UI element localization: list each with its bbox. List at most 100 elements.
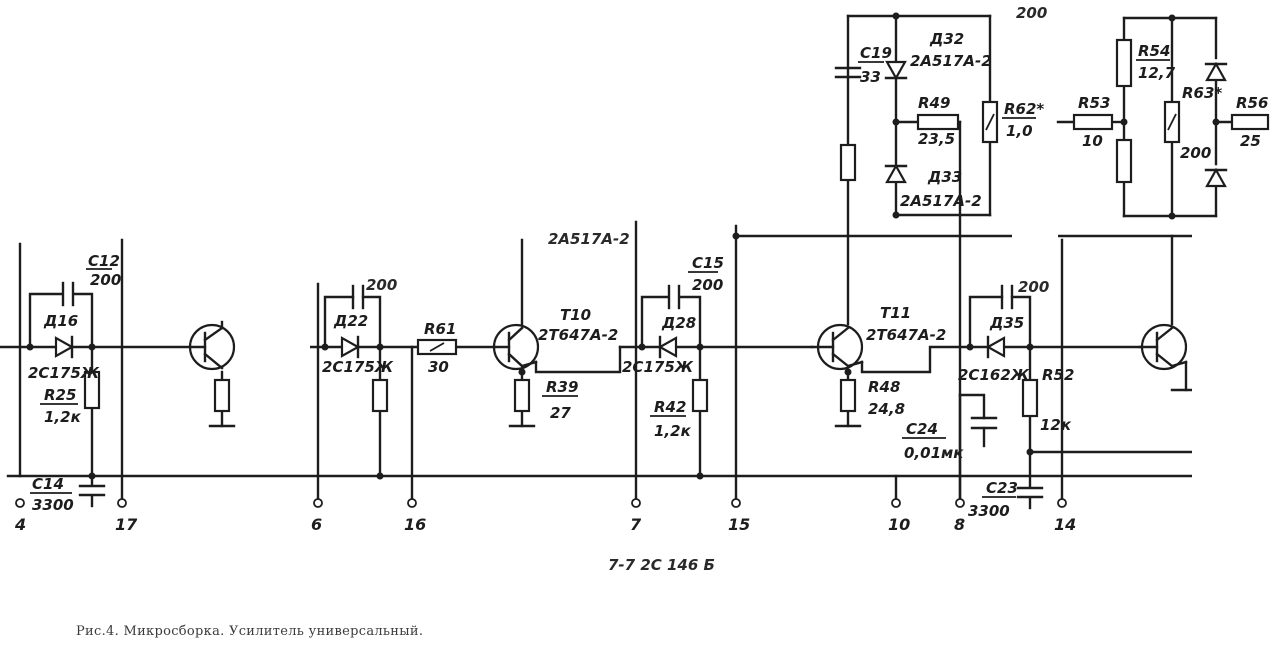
label-r53: R53 xyxy=(1078,94,1110,112)
diode-d33-symbol xyxy=(884,163,908,184)
pin-label-6: 6 xyxy=(311,515,322,534)
zener-d28-symbol xyxy=(657,335,678,359)
fragment-c13-value: 200 xyxy=(366,276,397,294)
label-d33: Д33 xyxy=(927,168,962,186)
component-labels: C12 200 Д16 2С175Ж R25 1,2к C14 3300 Д22… xyxy=(28,30,1268,520)
label-r61: R61 xyxy=(424,320,456,338)
pin-label-8: 8 xyxy=(954,515,965,534)
resistor-r61-symbol xyxy=(416,338,458,356)
text-fragments: 200 2A517A-2 200 200 7-7 2С 146 Б xyxy=(366,4,1049,574)
label-r54: R54 xyxy=(1138,42,1170,60)
capacitor-c13-symbol xyxy=(351,284,365,310)
value-t11: 2Т647А-2 xyxy=(866,326,946,344)
value-r49: 23,5 xyxy=(918,130,955,148)
value-r52: 12к xyxy=(1040,416,1072,434)
transistor-t11-symbol xyxy=(810,323,864,371)
capacitor-c19-symbol xyxy=(834,66,862,79)
value-c19: 33 xyxy=(860,68,881,86)
resistor-r55-symbol xyxy=(1115,138,1133,184)
pin-label-4: 4 xyxy=(14,515,26,534)
diode-d32-symbol xyxy=(884,60,908,81)
capacitor-c24-symbol xyxy=(970,416,998,430)
capacitor-c14-symbol xyxy=(78,484,106,497)
pin-label-7: 7 xyxy=(630,515,642,534)
label-r48: R48 xyxy=(868,378,900,396)
label-c12: C12 xyxy=(88,252,120,270)
label-d22: Д22 xyxy=(333,312,368,330)
value-r42: 1,2к xyxy=(654,422,692,440)
capacitor-c23-symbol xyxy=(1016,486,1044,499)
pin-numbers: 4 17 6 16 7 15 10 8 14 xyxy=(14,515,1076,534)
label-r42: R42 xyxy=(654,398,686,416)
value-r53: 10 xyxy=(1082,132,1103,150)
value-r25: 1,2к xyxy=(44,408,82,426)
resistor-r56-symbol xyxy=(1230,113,1270,131)
value-c24: 0,01мк xyxy=(904,444,964,462)
pin-label-14: 14 xyxy=(1054,515,1076,534)
pin-label-16: 16 xyxy=(404,515,426,534)
value-c12: 200 xyxy=(90,271,121,289)
junction-dots xyxy=(26,12,1220,480)
capacitor-c15-symbol xyxy=(667,284,681,310)
label-c23: C23 xyxy=(986,479,1018,497)
value-t10: 2Т647А-2 xyxy=(538,326,618,344)
pin-label-10: 10 xyxy=(888,515,910,534)
diode-d37-symbol xyxy=(1204,167,1228,188)
label-d32: Д32 xyxy=(929,30,964,48)
value-r48: 24,8 xyxy=(868,400,905,418)
capacitor-c25-symbol xyxy=(1000,284,1014,310)
label-r49: R49 xyxy=(918,94,950,112)
pin-label-15: 15 xyxy=(728,515,750,534)
resistor-r49-symbol xyxy=(916,113,960,131)
value-c14: 3300 xyxy=(32,496,74,514)
value-c15: 200 xyxy=(692,276,723,294)
resistor-r62-symbol xyxy=(981,100,999,144)
label-r63: R63* xyxy=(1182,84,1222,102)
value-r63: 200 xyxy=(1180,144,1211,162)
resistor-r39-symbol xyxy=(513,378,531,413)
value-d22: 2С175Ж xyxy=(322,358,394,376)
resistor-r52-symbol xyxy=(1021,378,1039,418)
pins xyxy=(15,498,1067,508)
fragment-above-t10: 2A517A-2 xyxy=(548,230,630,248)
label-c19: C19 xyxy=(860,44,892,62)
label-c14: C14 xyxy=(32,475,64,493)
transistor-t12-symbol xyxy=(1138,323,1188,371)
resistor-r25-symbol xyxy=(83,370,101,410)
label-c15: C15 xyxy=(692,254,724,272)
resistor-r42-symbol xyxy=(691,378,709,413)
value-d32: 2А517А-2 xyxy=(910,52,992,70)
value-d33: 2А517А-2 xyxy=(900,192,982,210)
label-c24: C24 xyxy=(906,420,938,438)
diode-d36-symbol xyxy=(1204,61,1228,82)
value-d35: 2С162Ж xyxy=(958,366,1030,384)
value-d28: 2С175Ж xyxy=(622,358,694,376)
label-d16: Д16 xyxy=(43,312,78,330)
value-d16: 2С175Ж xyxy=(28,364,100,382)
resistor-r63-symbol xyxy=(1163,100,1181,144)
label-r56: R56 xyxy=(1236,94,1268,112)
value-c23: 3300 xyxy=(968,502,1010,520)
value-r54: 12,7 xyxy=(1138,64,1176,82)
fragment-bottom-note: 7-7 2С 146 Б xyxy=(608,556,715,574)
label-t11: T11 xyxy=(880,304,911,322)
resistor-c19-series-symbol xyxy=(839,143,857,182)
fragment-top-right: 200 xyxy=(1016,4,1047,22)
label-d35: Д35 xyxy=(989,314,1024,332)
resistor-t9-emitter-symbol xyxy=(213,378,231,413)
capacitor-c12-symbol xyxy=(61,281,75,307)
zener-d35-symbol xyxy=(985,335,1006,359)
resistor-d22-shunt-symbol xyxy=(371,378,389,413)
label-d28: Д28 xyxy=(661,314,696,332)
pin-label-17: 17 xyxy=(115,515,138,534)
zener-d16-symbol xyxy=(54,335,75,359)
resistor-r53-symbol xyxy=(1072,113,1114,131)
fragment-c25-value: 200 xyxy=(1018,278,1049,296)
value-r56: 25 xyxy=(1240,132,1261,150)
value-r39: 27 xyxy=(550,404,571,422)
label-r62: R62* xyxy=(1004,100,1044,118)
label-r39: R39 xyxy=(546,378,578,396)
figure-caption: Рис.4. Микросборка. Усилитель универсаль… xyxy=(76,624,424,639)
